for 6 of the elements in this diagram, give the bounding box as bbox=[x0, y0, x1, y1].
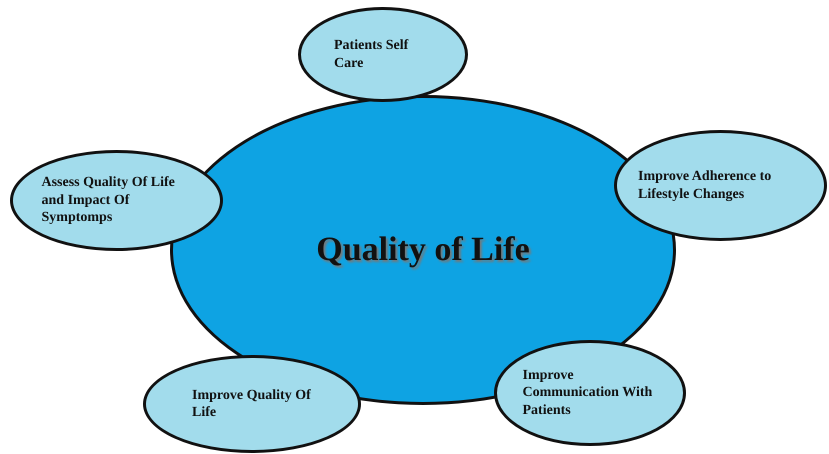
node-label: Improve Adherence to Lifestyle Changes bbox=[638, 168, 772, 203]
central-label: Quality of Life bbox=[315, 230, 531, 270]
node-label: Patients Self Care bbox=[334, 37, 410, 72]
node-label: Assess Quality Of Life and Impact Of Symptomps bbox=[42, 174, 176, 227]
node-label: Improve Communication With Patients bbox=[522, 366, 654, 420]
node-label: Improve Quality Of Life bbox=[192, 386, 312, 422]
